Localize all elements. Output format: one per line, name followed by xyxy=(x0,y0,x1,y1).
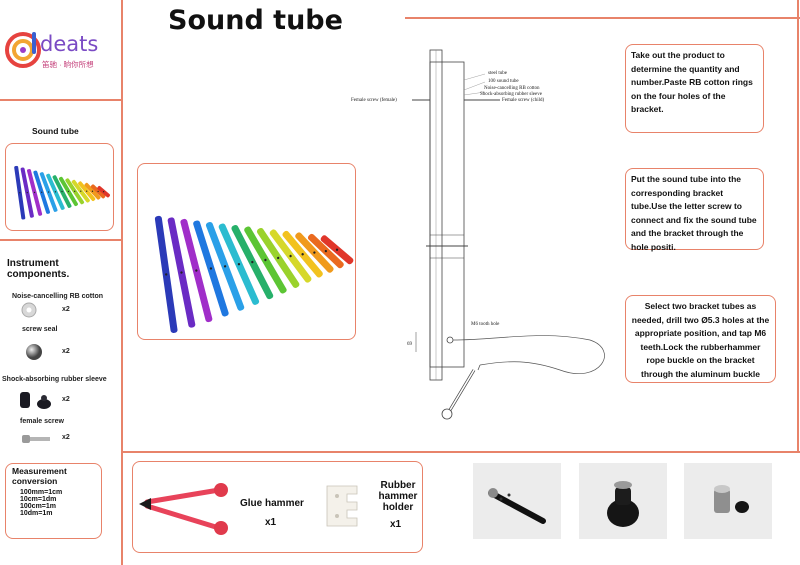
component-qty-rubber-sleeve: x2 xyxy=(62,396,70,403)
screw-seal-icon xyxy=(26,344,42,360)
sound-tube-set-photo xyxy=(154,215,354,333)
rb-cotton-ring-icon xyxy=(21,302,37,318)
diagram-label-sound-tube: 100 sound tube xyxy=(488,79,519,84)
holder-qty: x1 xyxy=(390,519,402,530)
logo-rule xyxy=(0,99,122,101)
measurement-line: 10cm=1dm xyxy=(20,496,57,503)
sound-tube xyxy=(231,224,274,300)
component-label-rubber-sleeve: Shock-absorbing rubber sleeve xyxy=(2,376,107,383)
glue-hammer-label: Glue hammer xyxy=(240,498,304,509)
measurement-box: Measurement conversion 100mm=1cm 10cm=1d… xyxy=(5,463,102,539)
measurement-line: 10dm=1m xyxy=(20,510,53,517)
component-qty-female-screw: x2 xyxy=(62,434,70,441)
glue-hammer-image xyxy=(139,483,228,535)
sound-tube xyxy=(39,172,58,212)
main-bottom-rule xyxy=(122,451,800,453)
sound-tube xyxy=(256,227,300,288)
sidebar-rule-1 xyxy=(0,239,122,241)
sound-tube xyxy=(71,179,90,203)
instruction-step-2: Put the sound tube into the correspondin… xyxy=(625,168,764,252)
sound-tube xyxy=(295,232,334,273)
component-label-female-screw: female screw xyxy=(20,418,64,425)
assembly-photo-1 xyxy=(473,463,561,539)
sound-tube xyxy=(167,217,196,328)
sidebar-product-thumb xyxy=(5,143,114,231)
brand-tagline: 笛驰 · 晌你所想 xyxy=(42,60,94,69)
sound-tube xyxy=(78,181,96,202)
sound-tube xyxy=(52,175,72,208)
sound-tube xyxy=(46,173,65,210)
measurement-line: 100mm=1cm xyxy=(20,489,63,496)
sound-tube xyxy=(90,184,106,199)
sound-tube xyxy=(84,182,101,200)
assembly-photo-2 xyxy=(579,463,667,539)
right-edge-line xyxy=(797,0,799,452)
product-photo-box xyxy=(137,163,356,340)
sound-tube xyxy=(154,215,178,333)
sound-tube xyxy=(58,176,78,207)
components-title: Instrument components. xyxy=(7,258,70,280)
diagram-label-steel-tube: steel tube xyxy=(488,71,508,76)
sound-tube xyxy=(320,235,354,265)
sound-tube xyxy=(14,165,26,220)
diagram-label-rb-cotton: Noise-cancelling RB cotton xyxy=(484,86,540,91)
brand-name: deats xyxy=(40,32,99,56)
sound-tube xyxy=(27,169,43,216)
page-title: Sound tube xyxy=(168,5,343,36)
sound-tube xyxy=(97,185,110,198)
holder-label: Rubber hammer holder xyxy=(378,480,418,513)
brand-logo: deats 笛驰 · 晌你所想 xyxy=(4,28,120,72)
female-screw-icon xyxy=(22,435,50,443)
glue-hammer-qty: x1 xyxy=(265,517,277,528)
diagram-label-female-screw-child: Female screw (child) xyxy=(502,98,545,103)
instruction-step-3: Select two bracket tubes as needed, dril… xyxy=(625,295,776,383)
sound-tube xyxy=(269,229,312,283)
diagram-label-m6-hole: M6 tooth hole xyxy=(471,322,500,327)
component-label-screw-seal: screw seal xyxy=(22,326,58,333)
sound-tube xyxy=(282,230,323,278)
sound-tube xyxy=(307,233,344,269)
diagram-label-dimension: 69 xyxy=(407,342,412,347)
sidebar-divider xyxy=(121,0,123,565)
header-rule xyxy=(405,17,800,19)
measurement-line: 100cm=1m xyxy=(20,503,57,510)
sound-tube xyxy=(33,170,51,214)
sound-tube xyxy=(180,218,213,323)
measurement-title: Measurement conversion xyxy=(12,466,67,486)
hammer-holder-image xyxy=(326,485,358,527)
sound-tube xyxy=(205,221,245,311)
brand-logo-icon xyxy=(5,32,41,68)
diagram-label-female-screw-female: Female screw (female) xyxy=(351,98,397,103)
instruction-step-1: Take out the product to determine the qu… xyxy=(625,44,764,133)
sidebar-section-title: Sound tube xyxy=(32,126,79,136)
accessories-box: Glue hammer x1 Rubber hammer holder x1 xyxy=(132,461,423,553)
tube-set-thumbnail xyxy=(14,165,110,220)
diagram-label-rubber-sleeve: Shock-absorbing rubber sleeve xyxy=(480,92,542,97)
sound-tube xyxy=(218,223,260,305)
assembly-diagram xyxy=(412,49,605,420)
component-label-rb-cotton: Noise-cancelling RB cotton xyxy=(12,293,104,300)
sound-tube xyxy=(20,167,34,218)
assembly-photo-3 xyxy=(684,463,772,539)
component-qty-screw-seal: x2 xyxy=(62,348,70,355)
component-qty-rb-cotton: x2 xyxy=(62,306,70,313)
sound-tube xyxy=(193,220,229,317)
rubber-sleeve-icon xyxy=(20,392,51,409)
sound-tube xyxy=(65,178,85,205)
sound-tube xyxy=(244,226,287,294)
